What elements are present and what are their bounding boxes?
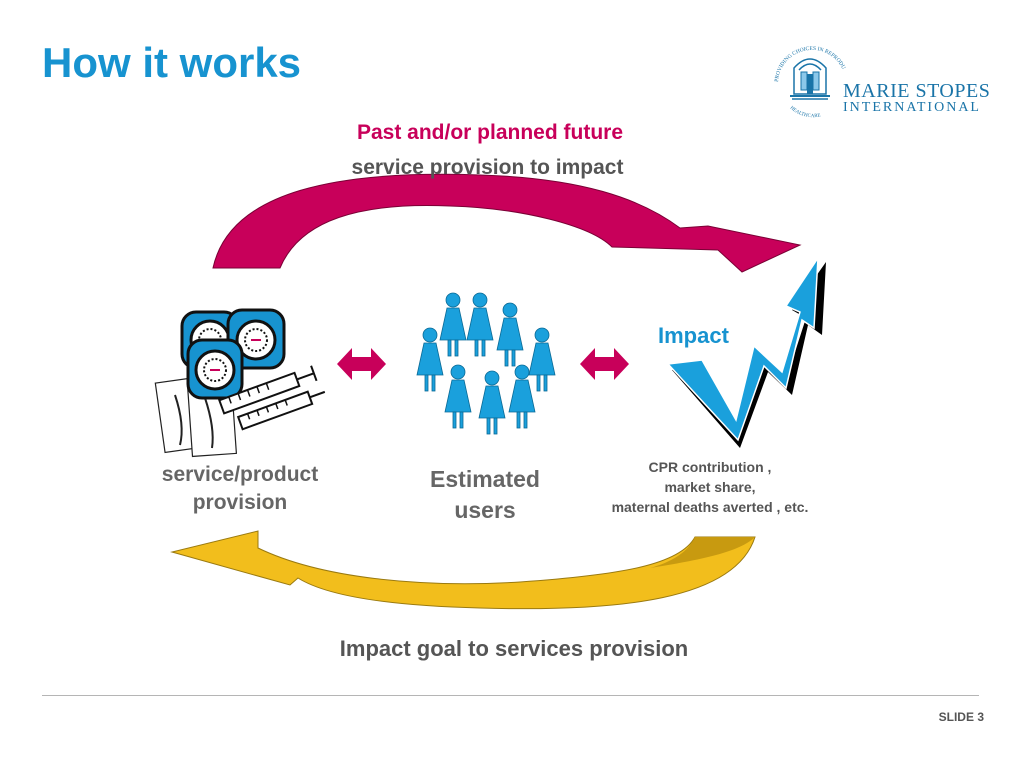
woman-figure-icon bbox=[528, 327, 556, 392]
bottom-curved-arrow bbox=[170, 530, 756, 610]
impact-label: Impact bbox=[658, 323, 729, 348]
woman-figure-icon bbox=[478, 370, 506, 435]
footer-divider bbox=[42, 695, 979, 696]
users-node-label: Estimated users bbox=[395, 464, 575, 526]
bottom-arrow-label: Impact goal to services provision bbox=[339, 636, 689, 661]
woman-figure-icon bbox=[466, 292, 494, 357]
msi-logo: PROVIDING CHOICES IN REPRODUCTIVE HEALTH… bbox=[772, 38, 987, 122]
double-arrow-icon bbox=[337, 348, 386, 380]
woman-figure-icon bbox=[416, 327, 444, 392]
users-label-line2: users bbox=[454, 497, 516, 524]
top-arrow-label-line1: Past and/or planned future bbox=[356, 121, 624, 144]
trend-arrow-icon bbox=[666, 255, 826, 448]
woman-figure-icon bbox=[508, 364, 536, 429]
building-icon: PROVIDING CHOICES IN REPRODUCTIVE HEALTH… bbox=[772, 38, 846, 119]
impact-metrics: CPR contribution , market share, materna… bbox=[580, 458, 840, 518]
contraceptive-pack-icon bbox=[154, 308, 286, 458]
impact-metric-item: CPR contribution , bbox=[648, 459, 772, 475]
service-label-line2: provision bbox=[192, 491, 288, 515]
syringe-icon bbox=[218, 365, 326, 431]
impact-metric-item: maternal deaths averted , etc. bbox=[611, 498, 809, 515]
service-label-line1: service/product bbox=[161, 463, 319, 486]
service-node-label: service/product provision bbox=[130, 461, 350, 518]
users-group bbox=[416, 292, 556, 435]
top-curved-arrow bbox=[212, 173, 802, 273]
woman-figure-icon bbox=[444, 364, 472, 429]
double-arrow-icon bbox=[580, 348, 629, 380]
logo-name-line2: INTERNATIONAL bbox=[843, 100, 981, 115]
slide-title: How it works bbox=[42, 39, 302, 86]
logo-name-line1: MARIE STOPES bbox=[843, 80, 991, 102]
woman-figure-icon bbox=[496, 302, 524, 367]
top-arrow-label-line2: service provision to impact bbox=[351, 156, 624, 179]
woman-figure-icon bbox=[439, 292, 467, 357]
slide-number: SLIDE 3 bbox=[938, 710, 984, 724]
impact-metric-item: market share, bbox=[664, 478, 756, 495]
users-label-line1: Estimated bbox=[430, 466, 540, 492]
